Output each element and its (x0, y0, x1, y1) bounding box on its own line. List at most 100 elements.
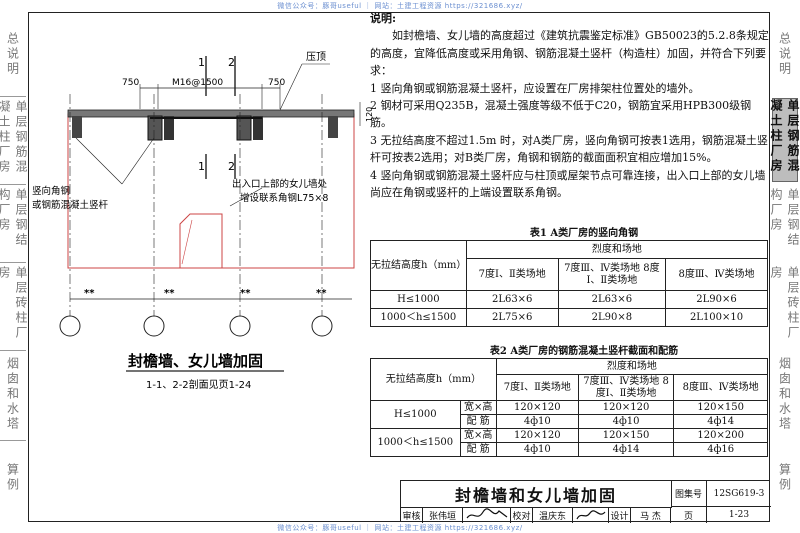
t1-cell: 1000＜h≤1500 (370, 308, 467, 327)
sidebar-right-rc-active[interactable]: 单层钢筋混凝土柱厂房 (769, 98, 800, 182)
sidebar-left-general[interactable]: 总说明 (5, 31, 20, 77)
t2-sub: 配 筋 (459, 442, 497, 457)
opening-leader (229, 187, 263, 207)
checker-signature (573, 507, 609, 523)
door-opening (179, 213, 223, 268)
page-number: 1-23 (728, 510, 750, 520)
sidebar-divider (0, 96, 26, 97)
t1-header-group: 烈度和场地 (465, 240, 769, 259)
checker-name: 温庆东 (533, 507, 573, 523)
section-mark-2: 2 (228, 56, 235, 69)
axis-bubble (311, 315, 333, 337)
angle-leader (121, 137, 155, 185)
t2-header-group: 烈度和场地 (495, 358, 769, 375)
section-mark-1-lower: 1 (198, 160, 205, 173)
label-tie-angle: 增设联系角钢L75×8 (240, 192, 328, 204)
review-label: 审核 (401, 507, 423, 523)
t1-header-c2: 7度Ⅲ、Ⅳ类场地 8度Ⅰ、Ⅱ类场地 (557, 258, 667, 291)
sidebar-right-example[interactable]: 算例 (777, 463, 792, 493)
t2-cell: 1000＜h≤1500 (370, 428, 461, 457)
wall-elevation-drawing: 1 2 1 2 750 M16@1500 750 120 压顶 竖向角钢 或钢筋… (32, 51, 374, 391)
t2-cell: 4ф14 (673, 414, 768, 429)
t1-cell: 2L75×6 (465, 308, 559, 327)
t2-sub: 宽×高 (459, 428, 497, 443)
table-row: H≤1000 宽×高 120×120 120×120 120×150 (370, 400, 768, 429)
note-item: 1 竖向角钢或钢筋混凝土竖杆，应设置在厂房排架柱位置处的墙外。 (370, 81, 700, 95)
sidebar-left-rc[interactable]: 单层钢筋混凝土柱厂房 (0, 100, 28, 175)
span-mark: ** (84, 288, 95, 299)
label-coping: 压顶 (306, 51, 326, 63)
t1-cell: H≤1000 (370, 290, 467, 309)
t2-cell: 4ф10 (577, 414, 675, 429)
design-notes: 说明: 如封檐墙、女儿墙的高度超过《建筑抗震鉴定标准》GB50023的5.2.8… (370, 10, 770, 201)
dim-anchor-spacing: M16@1500 (172, 78, 223, 88)
table-row: H≤1000 2L63×6 2L63×6 2L90×6 (370, 290, 768, 309)
t2-cell: 120×200 (673, 428, 768, 443)
sidebar-left-example[interactable]: 算例 (5, 463, 20, 493)
t2-sub: 宽×高 (459, 400, 497, 415)
t2-sub: 配 筋 (459, 414, 497, 429)
sidebar-right-chimney[interactable]: 烟囱和水塔 (777, 356, 792, 432)
t2-cell: 4ф10 (495, 414, 579, 429)
sidebar-divider (0, 262, 26, 263)
t1-cell: 2L100×10 (665, 308, 768, 327)
sidebar-divider (0, 350, 26, 351)
table2-caption: 表2 A类厂房的钢筋混凝土竖杆截面和配筋 (489, 346, 679, 357)
sidebar-left-chimney[interactable]: 烟囱和水塔 (5, 356, 20, 432)
dim-right-750: 750 (268, 78, 285, 88)
t1-cell: 2L63×6 (465, 290, 559, 309)
angle-steel-bracket (328, 116, 338, 138)
table-row: 1000＜h≤1500 宽×高 120×120 120×150 120×200 (370, 428, 768, 457)
note-item: 4 竖向角钢或钢筋混凝土竖杆应与柱顶或屋架节点可靠连接，出入口上部的女儿墙尚应在… (370, 168, 766, 200)
span-mark: ** (316, 288, 327, 299)
table-row: 配 筋 4ф10 4ф14 4ф16 (371, 442, 768, 457)
t2-cell: 120×120 (495, 428, 579, 443)
designer-name: 马 杰 (631, 507, 671, 523)
dim-left-750: 750 (122, 78, 139, 88)
axis-bubble (143, 315, 165, 337)
signature-image (466, 508, 507, 519)
note-item: 3 无拉结高度不超过1.5m 时，对A类厂房，竖向角钢可按表1选用，钢筋混凝土竖… (370, 133, 768, 165)
watermark-bottom: 微信公众号：豚哥useful ｜ 网站：土建工程资源 https://32168… (277, 524, 523, 532)
section-mark-2-lower: 2 (228, 160, 235, 173)
sidebar-right-general[interactable]: 总说明 (777, 31, 792, 77)
angle-steel-bracket (253, 116, 263, 140)
table2-rc-column: 无拉结高度h（mm） 烈度和场地 7度Ⅰ、Ⅱ类场地 7度Ⅲ、Ⅳ类场地 8度Ⅰ、Ⅱ… (370, 358, 769, 457)
t2-cell: 120×150 (577, 428, 675, 443)
page-label: 页 (671, 507, 707, 523)
span-mark: ** (240, 288, 251, 299)
sidebar-left-steel[interactable]: 单层钢结构厂房 (0, 188, 28, 248)
t2-header-c3: 8度Ⅲ、Ⅳ类场地 (673, 374, 768, 401)
drawing-caption-title: 封檐墙、女儿墙加固 (128, 352, 263, 370)
note-item: 2 钢材可采用Q235B，混凝土强度等级不低于C20，钢筋宜采用HPB300级钢… (370, 99, 752, 130)
door-opening-hatch (181, 219, 193, 265)
span-mark: ** (164, 288, 175, 299)
drawing-caption-sub: 1-1、2-2剖面见页1-24 (146, 378, 251, 391)
table-row: 1000＜h≤1500 2L75×6 2L90×8 2L100×10 (370, 308, 768, 327)
t2-cell: 120×120 (577, 400, 675, 415)
axis-bubble (59, 315, 81, 337)
sidebar-right-brick[interactable]: 单层砖柱厂房 (769, 266, 800, 341)
t1-cell: 2L90×8 (557, 308, 667, 327)
table1-angle-steel: 无拉结高度h（mm） 烈度和场地 7度Ⅰ、Ⅱ类场地 7度Ⅲ、Ⅳ类场地 8度Ⅰ、Ⅱ… (370, 240, 769, 327)
t1-cell: 2L63×6 (557, 290, 667, 309)
t1-cell: 2L90×6 (665, 290, 768, 309)
t2-cell: 4ф14 (577, 442, 675, 457)
sidebar-divider (0, 184, 26, 185)
angle-leader (75, 137, 123, 185)
sidebar-right-steel[interactable]: 单层钢结构厂房 (769, 188, 800, 248)
sheet-title: 封檐墙和女儿墙加固 (401, 481, 672, 508)
section-mark-1: 1 (198, 56, 205, 69)
watermark-top: 微信公众号：豚哥useful ｜ 网站：土建工程资源 https://32168… (277, 2, 523, 10)
notes-intro: 如封檐墙、女儿墙的高度超过《建筑抗震鉴定标准》GB50023的5.2.8条规定的… (370, 29, 769, 78)
design-label: 设计 (609, 507, 631, 523)
drawing-frame (28, 12, 770, 522)
sidebar-left-brick[interactable]: 单层砖柱厂房 (0, 266, 28, 341)
table1-caption: 表1 A类厂房的竖向角钢 (529, 228, 639, 239)
angle-steel-bracket (72, 116, 82, 138)
atlas-number: 12SG619-3 (707, 481, 771, 507)
t1-header-c1: 7度Ⅰ、Ⅱ类场地 (465, 258, 559, 291)
sidebar-divider (0, 440, 26, 441)
t2-header-c2: 7度Ⅲ、Ⅳ类场地 8度Ⅰ、Ⅱ类场地 (577, 374, 675, 401)
angle-steel-bracket (147, 115, 163, 141)
